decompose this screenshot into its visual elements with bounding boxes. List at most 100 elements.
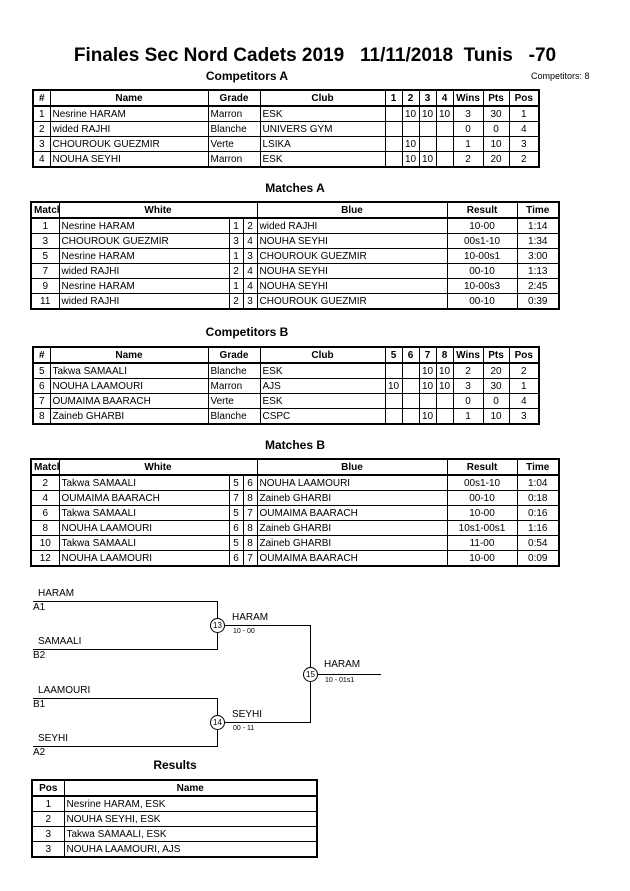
table-cell: Takwa SAMAALI bbox=[58, 505, 230, 521]
table-cell: Verte bbox=[207, 393, 261, 409]
table-cell: 3 bbox=[242, 248, 258, 264]
column-header: Grade bbox=[207, 346, 261, 364]
table-cell: Takwa SAMAALI, ESK bbox=[63, 826, 318, 842]
table-cell: wided RAJHI bbox=[49, 121, 209, 137]
column-header: Time bbox=[516, 458, 560, 476]
table-cell: 3 bbox=[32, 136, 51, 152]
table-cell: 10 bbox=[401, 136, 420, 152]
table-cell: 1:04 bbox=[516, 474, 560, 491]
table-cell: Marron bbox=[207, 151, 261, 168]
bracket-line bbox=[33, 601, 218, 602]
table-cell: 2 bbox=[32, 121, 51, 137]
table-cell: AJS bbox=[259, 378, 386, 394]
bracket-sf2-top-name: LAAMOURI bbox=[38, 685, 91, 696]
table-cell bbox=[418, 136, 437, 152]
table-cell bbox=[435, 121, 454, 137]
table-cell: ESK bbox=[259, 105, 386, 122]
table-cell: 2 bbox=[452, 151, 484, 168]
table-cell: 2 bbox=[31, 811, 65, 827]
table-cell bbox=[384, 362, 403, 379]
table-cell: 8 bbox=[32, 408, 51, 425]
table-cell: NOUHA LAAMOURI, AJS bbox=[63, 841, 318, 858]
table-cell: 4 bbox=[508, 121, 540, 137]
table-cell bbox=[401, 408, 420, 425]
column-header: White bbox=[58, 201, 258, 219]
table-cell: NOUHA SEYHI bbox=[49, 151, 209, 168]
bracket-sf2-bottom-seed: A2 bbox=[33, 747, 46, 758]
column-header: # bbox=[32, 89, 51, 107]
table-cell: Zaineb GHARBI bbox=[256, 535, 448, 551]
table-cell: 5 bbox=[228, 474, 244, 491]
table-cell: OUMAIMA BAARACH bbox=[49, 393, 209, 409]
competitors-a-heading: Competitors A bbox=[205, 69, 289, 83]
table-cell: 1 bbox=[30, 217, 60, 234]
table-cell: ESK bbox=[259, 393, 386, 409]
table-cell: 10s1-00s1 bbox=[446, 520, 518, 536]
bracket-line bbox=[218, 625, 311, 626]
competitors-b-heading: Competitors B bbox=[205, 325, 289, 339]
bracket-line bbox=[33, 649, 218, 650]
table-cell: NOUHA LAAMOURI bbox=[58, 550, 230, 567]
table-cell: 10 bbox=[384, 378, 403, 394]
table-cell: ESK bbox=[259, 362, 386, 379]
column-header: Match bbox=[30, 201, 60, 219]
table-cell: 0:16 bbox=[516, 505, 560, 521]
bracket-sf1-top-name: HARAM bbox=[38, 588, 75, 599]
table-cell: 00s1-10 bbox=[446, 474, 518, 491]
table-cell: 12 bbox=[30, 550, 60, 567]
table-cell: Verte bbox=[207, 136, 261, 152]
table-cell: 3 bbox=[508, 136, 540, 152]
column-header: 8 bbox=[435, 346, 454, 364]
table-cell: NOUHA SEYHI, ESK bbox=[63, 811, 318, 827]
column-header: Pts bbox=[482, 346, 510, 364]
column-header: # bbox=[32, 346, 51, 364]
table-cell: Nesrine HARAM bbox=[58, 217, 230, 234]
table-cell: CHOUROUK GUEZMIR bbox=[256, 248, 448, 264]
table-cell: Zaineb GHARBI bbox=[256, 520, 448, 536]
table-cell bbox=[418, 121, 437, 137]
table-cell: 1 bbox=[508, 378, 540, 394]
table-cell: 2 bbox=[452, 362, 484, 379]
table-cell: NOUHA LAAMOURI bbox=[256, 474, 448, 491]
table-cell: 5 bbox=[30, 248, 60, 264]
table-cell: LSIKA bbox=[259, 136, 386, 152]
table-cell: 4 bbox=[32, 151, 51, 168]
table-cell: CHOUROUK GUEZMIR bbox=[256, 293, 448, 310]
bracket-sf1-bottom-seed: B2 bbox=[33, 650, 46, 661]
table-cell: NOUHA LAAMOURI bbox=[58, 520, 230, 536]
table-cell: 1 bbox=[228, 217, 244, 234]
table-cell: 4 bbox=[508, 393, 540, 409]
column-header: 3 bbox=[418, 89, 437, 107]
table-cell: 8 bbox=[242, 520, 258, 536]
table-cell: 3 bbox=[452, 105, 484, 122]
bracket-sf2-winner: SEYHI bbox=[232, 709, 263, 720]
table-cell: 2 bbox=[228, 263, 244, 279]
table-cell: 10 bbox=[30, 535, 60, 551]
table-cell bbox=[418, 393, 437, 409]
table-cell: 3 bbox=[30, 233, 60, 249]
matches-b-heading: Matches B bbox=[264, 438, 326, 452]
table-cell: Nesrine HARAM bbox=[58, 248, 230, 264]
table-cell: 10 bbox=[482, 408, 510, 425]
table-cell bbox=[401, 378, 420, 394]
table-cell: 3 bbox=[242, 293, 258, 310]
table-cell: Takwa SAMAALI bbox=[49, 362, 209, 379]
table-cell bbox=[435, 151, 454, 168]
table-cell bbox=[435, 393, 454, 409]
table-cell: NOUHA SEYHI bbox=[256, 263, 448, 279]
table-cell: 11-00 bbox=[446, 535, 518, 551]
bracket-final-score: 10 - 01s1 bbox=[325, 677, 355, 684]
column-header: Pos bbox=[508, 346, 540, 364]
table-cell: Marron bbox=[207, 105, 261, 122]
